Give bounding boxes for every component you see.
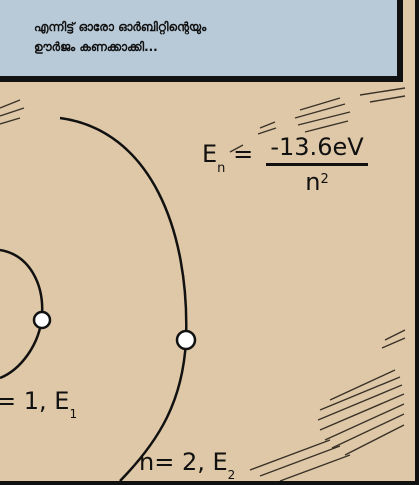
formula-denominator: n2 xyxy=(262,167,372,197)
formula-den-exp: 2 xyxy=(320,172,328,187)
formula-lhs: En = xyxy=(202,140,253,168)
formula-fraction: -13.6eV n2 xyxy=(262,132,372,197)
formula-den-base: n xyxy=(305,168,320,196)
orbit-label-n1-sub: 1 xyxy=(69,407,77,421)
electron-n2 xyxy=(177,331,195,349)
electron-n1 xyxy=(34,312,50,328)
caption-line-1: എന്നിട്ട് ഓരോ ഓർബിറ്റിന്റെയും xyxy=(34,17,394,37)
caption-line-2: ഊർജം കണക്കാക്കി... xyxy=(34,37,394,57)
formula-e: E xyxy=(202,140,217,168)
fraction-bar xyxy=(266,163,368,166)
caption-box: എന്നിട്ട് ഓരോ ഓർബിറ്റിന്റെയും ഊർജം കണക്ക… xyxy=(0,0,403,82)
formula-e-sub: n xyxy=(217,161,225,176)
orbit-label-n2: n= 2, E2 xyxy=(139,448,235,476)
orbit-label-n2-sub: 2 xyxy=(228,468,236,482)
orbit-label-n1: = 1, E1 xyxy=(0,387,77,415)
formula-numerator: -13.6eV xyxy=(262,132,372,162)
orbit-n2 xyxy=(60,118,186,481)
orbit-label-n1-text: = 1, E xyxy=(0,387,69,415)
formula-equals: = xyxy=(233,140,253,168)
caption-text: എന്നിട്ട് ഓരോ ഓർബിറ്റിന്റെയും ഊർജം കണക്ക… xyxy=(34,17,394,57)
orbit-label-n2-text: n= 2, E xyxy=(139,448,228,476)
